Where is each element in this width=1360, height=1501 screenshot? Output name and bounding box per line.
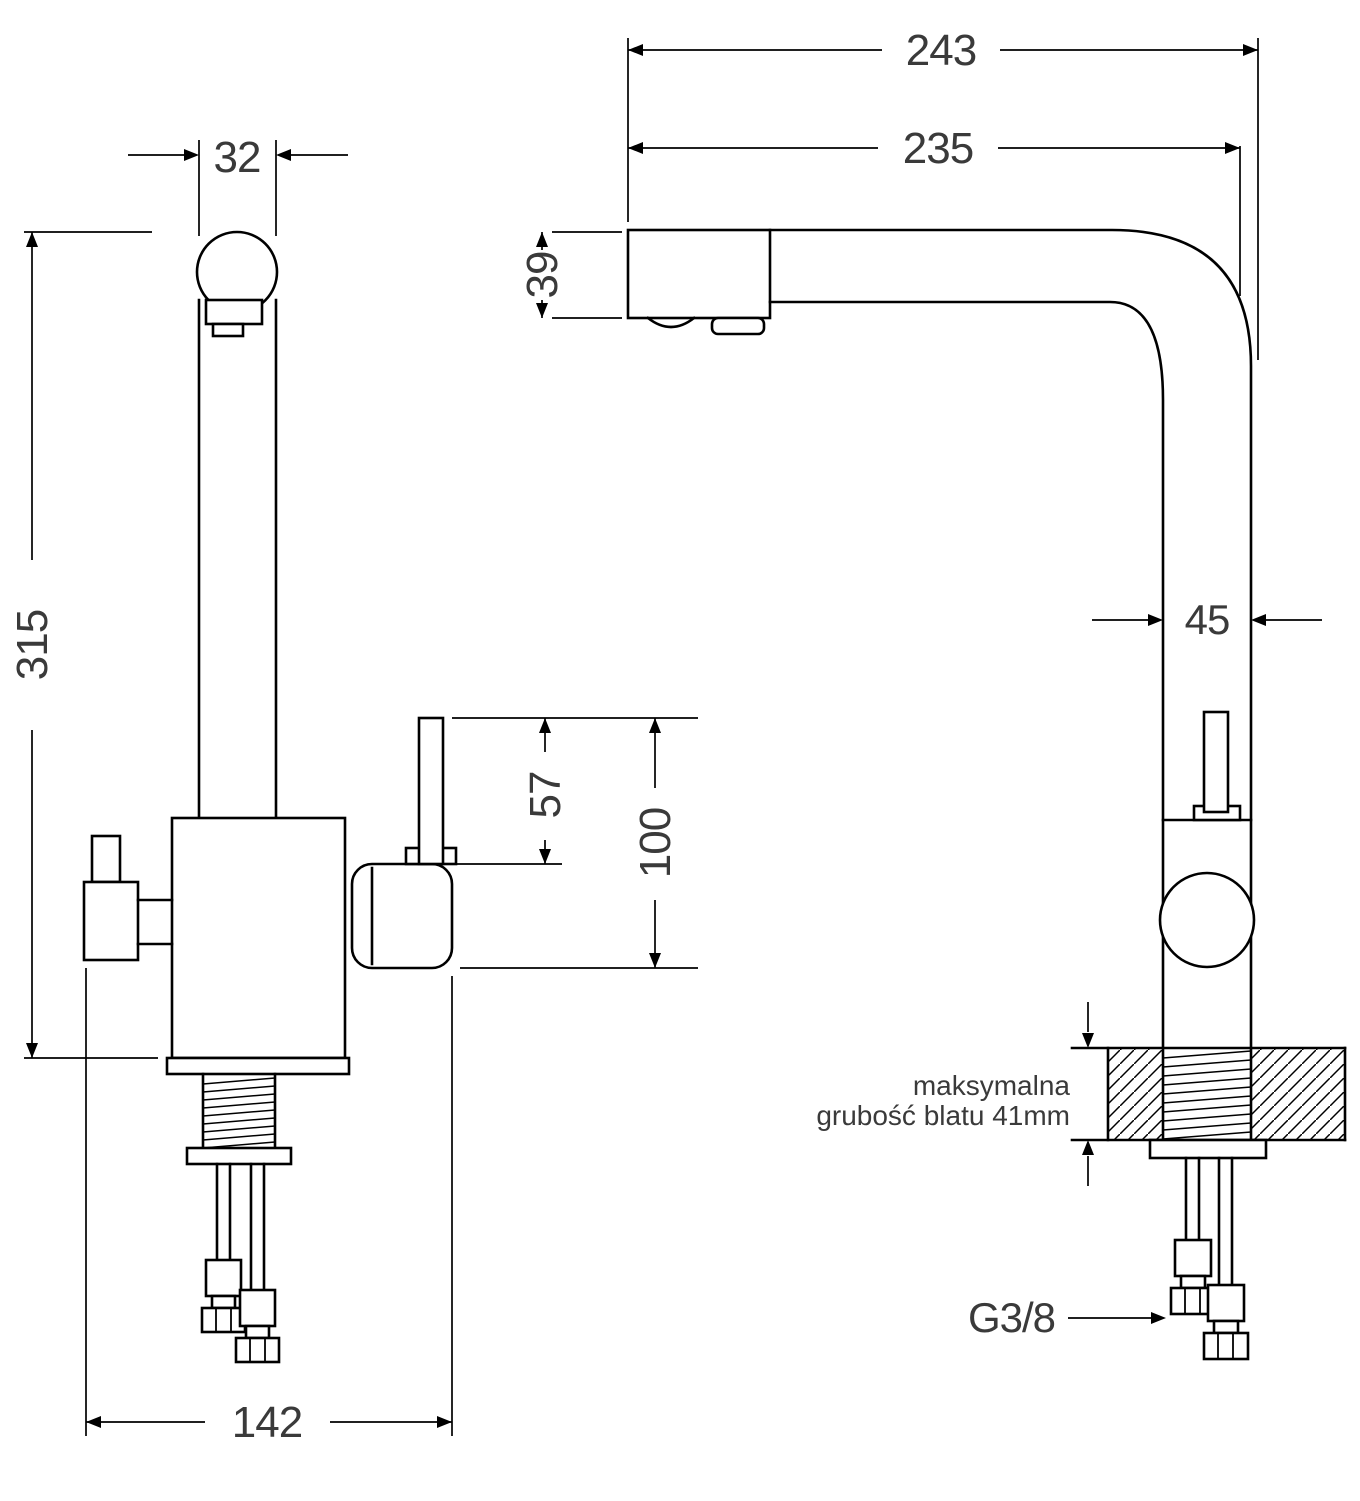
note-line-2: grubość blatu 41mm <box>816 1100 1070 1131</box>
thread-label-text: G3/8 <box>968 1294 1055 1341</box>
dim-label-235: 235 <box>903 124 973 173</box>
countertop-thickness-note: maksymalna grubość blatu 41mm <box>816 1002 1094 1186</box>
front-left-handle-block <box>82 880 140 962</box>
front-threaded-stud <box>201 1072 277 1150</box>
thread-label: G3/8 <box>968 1294 1166 1341</box>
side-pipe-outer <box>768 228 1253 1142</box>
side-switch-bump <box>710 316 766 336</box>
side-view-dimensions: 243 235 39 45 <box>518 26 1322 1341</box>
dim-label-39: 39 <box>518 252 567 299</box>
dim-label-100: 100 <box>631 808 680 878</box>
front-left-handle-knob <box>90 834 122 884</box>
dimension-57: 57 <box>452 717 698 865</box>
side-threaded-stud <box>1162 1050 1252 1140</box>
front-view-dimensions: 32 315 57 100 <box>8 133 698 1447</box>
dimension-39: 39 <box>518 231 622 319</box>
dimension-243: 243 <box>627 26 1259 360</box>
side-aerator-bump <box>646 316 696 329</box>
dimension-235: 235 <box>628 124 1241 296</box>
front-mixer-cylinder <box>350 862 454 970</box>
countertop-slab <box>1070 1046 1347 1142</box>
dim-label-315: 315 <box>8 610 57 680</box>
dimension-45: 45 <box>1092 596 1322 643</box>
front-mounting-nut <box>185 1146 293 1166</box>
side-pipe-inner <box>768 300 1165 1142</box>
dim-label-243: 243 <box>906 26 976 75</box>
front-aerator-tip <box>211 322 245 338</box>
front-lever-rod <box>417 716 445 866</box>
dimension-142: 142 <box>85 968 453 1447</box>
side-body-circle <box>1158 871 1256 969</box>
side-spout-head <box>626 228 772 320</box>
dimension-315: 315 <box>8 231 158 1059</box>
front-view-faucet <box>82 230 458 1364</box>
front-hoses <box>200 1162 281 1364</box>
side-lever-rod <box>1202 710 1230 814</box>
dim-label-142: 142 <box>232 1398 302 1447</box>
note-line-1: maksymalna <box>913 1070 1071 1101</box>
front-aerator-block <box>204 298 264 326</box>
front-base-flange <box>165 1056 351 1076</box>
side-hoses <box>1169 1156 1250 1361</box>
side-mounting-nut <box>1148 1138 1268 1160</box>
front-body <box>170 816 347 1060</box>
dim-label-45: 45 <box>1185 596 1230 643</box>
dimension-100: 100 <box>460 718 698 969</box>
dim-label-57: 57 <box>521 772 570 819</box>
side-view-faucet <box>626 228 1347 1361</box>
dim-label-32: 32 <box>214 133 261 182</box>
dimension-32: 32 <box>128 133 348 236</box>
